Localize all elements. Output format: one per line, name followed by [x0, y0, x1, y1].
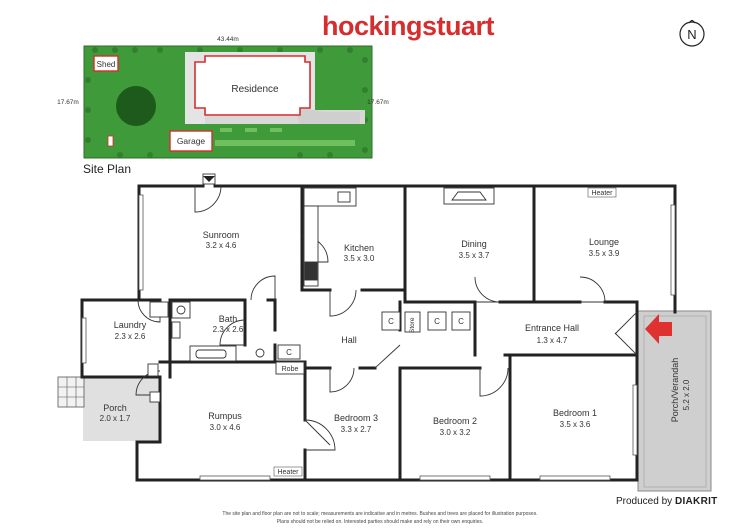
site-tree: [116, 86, 156, 126]
windows: [81, 194, 676, 481]
brand-logo: hockingstuart: [322, 11, 495, 41]
site-garden-strip: [215, 140, 355, 146]
verandah-name: Porch/Verandah: [670, 358, 680, 423]
bath-name: Bath: [219, 314, 238, 324]
lounge-heater-label: Heater: [591, 190, 613, 197]
verandah: [637, 310, 712, 492]
site-residence-label: Residence: [231, 84, 279, 95]
robe-label: Robe: [282, 366, 299, 373]
hall-name: Hall: [341, 335, 357, 345]
disclaimer-line1: The site plan and floor plan are not to …: [222, 511, 538, 517]
bedroom3-dim: 3.3 x 2.7: [341, 425, 372, 434]
sunroom-entry-marker-icon: [203, 176, 215, 182]
cupboard-linen1-label: C: [434, 317, 440, 326]
produced-by-name: DIAKRIT: [674, 496, 718, 507]
porch-dim: 2.0 x 1.7: [100, 414, 131, 423]
site-shed-label: Shed: [97, 60, 116, 69]
bedroom1-dim: 3.5 x 3.6: [560, 420, 591, 429]
compass-label: N: [687, 27, 696, 42]
bedroom1-name: Bedroom 1: [553, 408, 597, 418]
site-garage-label: Garage: [177, 136, 206, 146]
store-label: Store: [409, 317, 416, 333]
kitchen-name: Kitchen: [344, 243, 374, 253]
site-garage: [169, 130, 213, 152]
entrance-hall-name: Entrance Hall: [525, 323, 579, 333]
porch-name: Porch: [103, 403, 127, 413]
sunroom-name: Sunroom: [203, 230, 240, 240]
store: [404, 311, 421, 333]
rumpus-heater-label: Heater: [277, 469, 299, 476]
sunroom-dim: 3.2 x 4.6: [206, 241, 237, 250]
laundry-dim: 2.3 x 2.6: [115, 332, 146, 341]
stove: [304, 261, 318, 281]
bedroom2-name: Bedroom 2: [433, 416, 477, 426]
site-plan-caption: Site Plan: [83, 162, 132, 176]
site-shed: [93, 55, 119, 72]
site-depth-left-label: 17.67m: [57, 99, 79, 106]
bedroom3-name: Bedroom 3: [334, 413, 378, 423]
disclaimer-line2: Plans should not be relied on. Intereste…: [276, 519, 484, 525]
entry-arrow-icon: [645, 314, 672, 344]
site-plan: Residence Shed Garage 43.44m 17.67m 17.6…: [57, 36, 389, 159]
kitchen-sink: [337, 191, 351, 203]
entrance-hall-dim: 1.3 x 4.7: [537, 336, 568, 345]
disclaimer: The site plan and floor plan are not to …: [180, 510, 580, 526]
site-depth-right-label: 17.67m: [367, 99, 389, 106]
lounge-dim: 3.5 x 3.9: [589, 249, 620, 258]
north-compass-icon: N: [679, 20, 705, 47]
site-width-label: 43.44m: [217, 36, 239, 43]
toilet: [171, 321, 181, 339]
porch-area: [57, 376, 160, 441]
dining-dim: 3.5 x 3.7: [459, 251, 490, 260]
bedroom2-dim: 3.0 x 3.2: [440, 428, 471, 437]
dining-name: Dining: [461, 239, 487, 249]
cupboard-hall-label: C: [388, 317, 394, 326]
produced-by: Produced by DIAKRIT: [616, 496, 718, 507]
site-residence: [194, 55, 311, 116]
kitchen-dim: 3.5 x 3.0: [344, 254, 375, 263]
produced-by-prefix: Produced by: [616, 496, 673, 507]
site-hedge: [85, 47, 368, 158]
rumpus-name: Rumpus: [208, 411, 242, 421]
laundry-name: Laundry: [114, 320, 147, 330]
bath-dim: 2.3 x 2.6: [213, 325, 244, 334]
cupboard-bath-label: C: [286, 348, 292, 357]
walls: [80, 184, 677, 482]
rumpus-dim: 3.0 x 4.6: [210, 423, 241, 432]
door-swings: [135, 185, 638, 451]
verandah-dim: 5.2 x 2.0: [682, 379, 691, 410]
lounge-name: Lounge: [589, 237, 619, 247]
cupboard-linen2-label: C: [458, 317, 464, 326]
laundry-trough: [149, 301, 169, 318]
fixtures: [147, 187, 495, 403]
